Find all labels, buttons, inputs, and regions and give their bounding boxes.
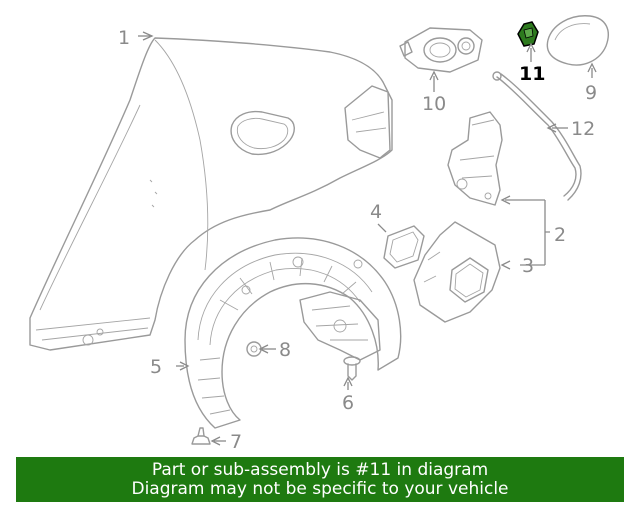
cover-plate-part xyxy=(383,225,425,269)
callout-7: 7 xyxy=(230,431,242,453)
bracket-upper-part xyxy=(447,111,503,206)
callout-8: 8 xyxy=(279,339,291,361)
parts-diagram: 1 2 3 4 5 6 7 8 9 10 11 12 xyxy=(29,15,609,453)
drain-hose-part xyxy=(492,71,582,201)
housing-part xyxy=(413,221,501,323)
info-banner: Part or sub-assembly is #11 in diagram D… xyxy=(16,457,624,502)
callout-4: 4 xyxy=(370,201,382,223)
highlighted-part-11 xyxy=(517,21,539,47)
callout-2: 2 xyxy=(554,224,566,246)
leader-lines xyxy=(138,31,597,446)
callout-3: 3 xyxy=(522,255,534,277)
callout-10: 10 xyxy=(422,93,446,115)
banner-line-1: Part or sub-assembly is #11 in diagram xyxy=(151,460,489,480)
callout-12: 12 xyxy=(571,118,595,140)
callout-1: 1 xyxy=(118,27,130,49)
fuel-door-part xyxy=(546,15,609,66)
screw-part-6 xyxy=(343,356,361,381)
callout-5: 5 xyxy=(150,356,162,378)
callout-9: 9 xyxy=(585,82,597,104)
banner-line-2: Diagram may not be specific to your vehi… xyxy=(131,479,509,499)
wheel-liner-part xyxy=(184,237,402,429)
quarter-panel-part xyxy=(29,37,393,351)
callout-6: 6 xyxy=(342,392,354,414)
fuel-door-housing-part xyxy=(399,27,483,73)
callout-11: 11 xyxy=(519,63,545,85)
fastener-part-7 xyxy=(191,427,211,445)
